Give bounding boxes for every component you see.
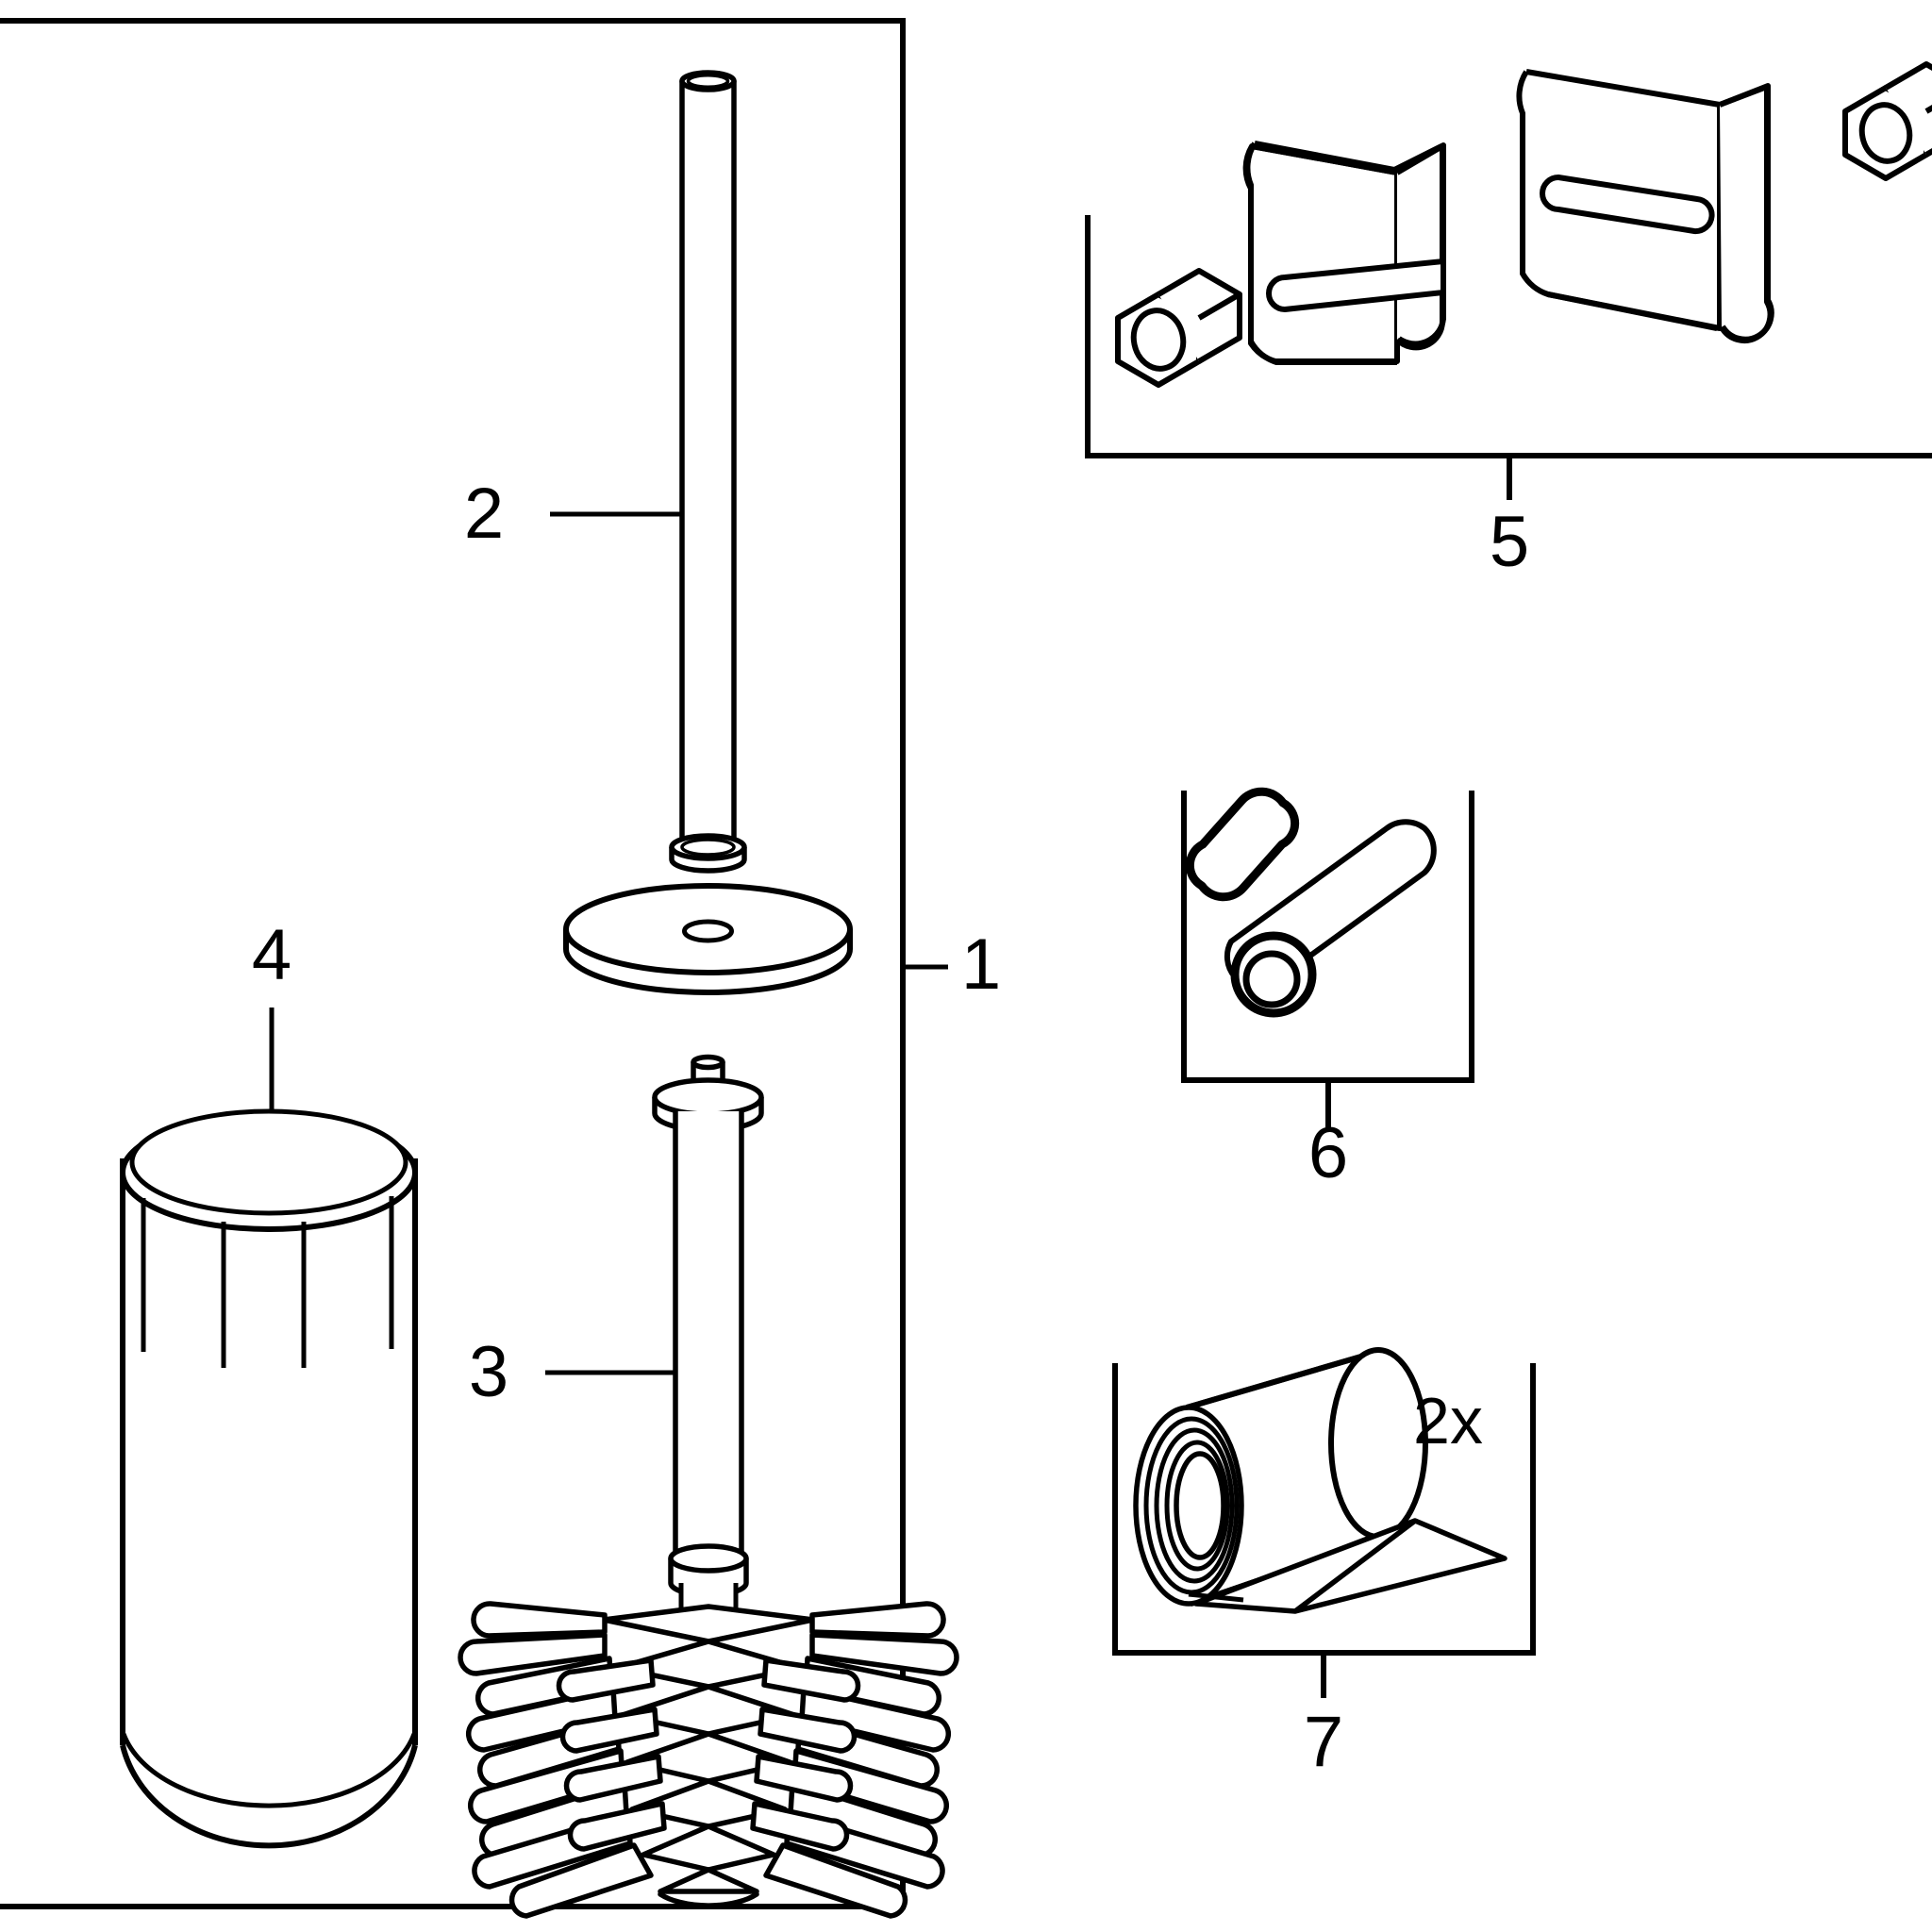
part-o-ring [1185, 787, 1300, 902]
group-wall-mount-frame [1085, 215, 1932, 500]
group-hexkey-frame [1181, 791, 1474, 1128]
group-main-assembly [0, 18, 906, 1909]
part-hex-nut-right [1842, 61, 1932, 181]
part-wall-plate-open-slot [1242, 141, 1446, 365]
group-tape-frame [1112, 1363, 1536, 1698]
main-assembly-frame [0, 18, 906, 1909]
callout-number-6: 6 [1308, 1113, 1348, 1193]
callout-number-5: 5 [1490, 502, 1529, 582]
part-brush-head-bristles [458, 1601, 959, 1919]
callout-number-7: 7 [1304, 1702, 1343, 1782]
callout-number-1: 1 [961, 924, 1001, 1005]
part-tape-roll [1133, 1347, 1507, 1614]
part-hex-nut-left [1115, 268, 1242, 388]
part-wall-plate-closed-slot [1516, 69, 1774, 344]
callout-number-2: 2 [464, 474, 504, 554]
callout-number-3: 3 [469, 1332, 508, 1412]
part-brush-stem [652, 1054, 764, 1618]
callout-number-4: 4 [252, 915, 291, 995]
part-handle-rod [669, 70, 747, 874]
bristles-right [750, 1601, 959, 1919]
quantity-label-2x: 2x [1413, 1384, 1483, 1457]
part-hex-key [1224, 819, 1437, 1018]
part-lid-disc [563, 883, 853, 995]
part-cup-container [120, 1108, 418, 1849]
bristles-left [458, 1601, 667, 1919]
cup-internal-ribs [141, 1196, 394, 1368]
